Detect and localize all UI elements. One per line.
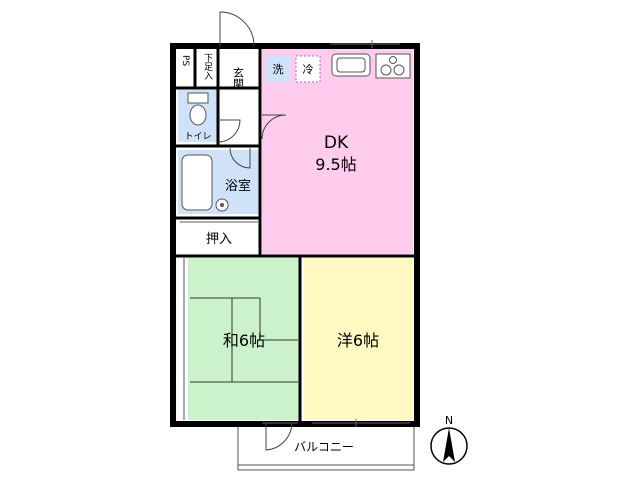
closet-label: 押入 (206, 232, 232, 247)
sink-basin-icon (336, 57, 366, 73)
toilet-label: トイレ (184, 132, 211, 142)
burner-icon (393, 64, 405, 76)
washitsu-label: 和6帖 (223, 331, 265, 350)
sink-icon (331, 53, 371, 77)
dk-room-name: DK (324, 133, 349, 153)
washer-pan (266, 56, 290, 82)
dk-room-size: 9.5帖 (315, 155, 356, 174)
toilet-bowl-icon (189, 104, 207, 126)
dk-room (262, 82, 413, 254)
burner-icon (380, 64, 392, 76)
washitsu-room (188, 258, 300, 420)
balcony-label: バルコニー (294, 440, 354, 454)
drain-dot-icon (220, 203, 224, 207)
fridge-label: 冷 (303, 63, 314, 76)
compass-label: N (445, 414, 453, 427)
bath-label: 浴室 (225, 178, 251, 194)
outer-wall (170, 43, 420, 427)
stove-icon (375, 53, 411, 79)
interior-walls (176, 48, 414, 422)
youshitsu-room (304, 258, 413, 420)
youshitsu-label: 洋6帖 (337, 331, 379, 350)
bathtub-icon (181, 154, 213, 211)
shoe-storage-label: 下足入 (202, 53, 213, 80)
fridge-space (295, 55, 321, 83)
burner-icon (389, 56, 397, 64)
compass-icon (430, 427, 468, 465)
washer-label: 洗 (273, 63, 284, 76)
balcony-area (237, 424, 415, 471)
entrance-label: 玄関 (232, 66, 245, 89)
door-swings (217, 11, 293, 451)
tatami-pattern (190, 297, 298, 383)
toilet-tank-icon (187, 92, 209, 104)
ps-label: PS (180, 55, 190, 66)
